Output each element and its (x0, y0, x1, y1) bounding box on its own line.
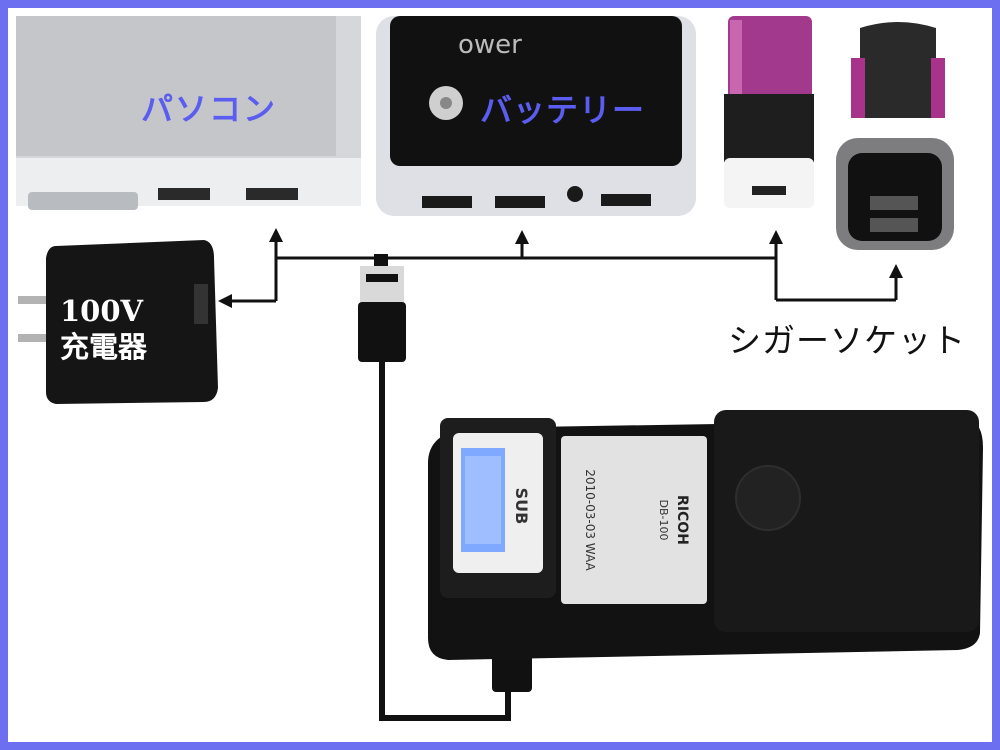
pc-label: パソコン (141, 90, 278, 128)
charger-voltage-text: 100V (60, 294, 144, 328)
arrow-up-icon (515, 230, 529, 244)
laptop-pc (16, 16, 361, 210)
battery-brand: RICOH (674, 495, 690, 545)
charger-logo: SUB (512, 488, 531, 525)
battery-charger: SUB RICOH DB-100 2010-03-03 WAA (428, 410, 983, 660)
battery-label: バッテリー (480, 91, 646, 129)
battery-date-code: 2010-03-03 WAA (583, 469, 597, 571)
arrow-up-icon (889, 264, 903, 278)
camera-battery (561, 436, 707, 604)
arrow-up-icon (769, 230, 783, 244)
power-bank-print: ower (458, 30, 522, 60)
product-photo: ower (16, 16, 983, 721)
arrow-heads (218, 228, 903, 308)
cigar-socket-label: シガーソケット (728, 321, 966, 360)
charger-name-text: 充電器 (60, 330, 148, 364)
arrow-up-icon (269, 228, 283, 242)
usb-stick-battery (724, 16, 814, 208)
charger-label: 100V 充電器 (60, 293, 147, 365)
arrow-left-icon (218, 294, 232, 308)
car-adapter (836, 22, 954, 250)
wall-charger (18, 240, 218, 404)
power-bank: ower (376, 16, 696, 216)
connection-lines (228, 238, 898, 303)
battery-model: DB-100 (657, 500, 670, 541)
plug-prong-icon (18, 296, 52, 304)
